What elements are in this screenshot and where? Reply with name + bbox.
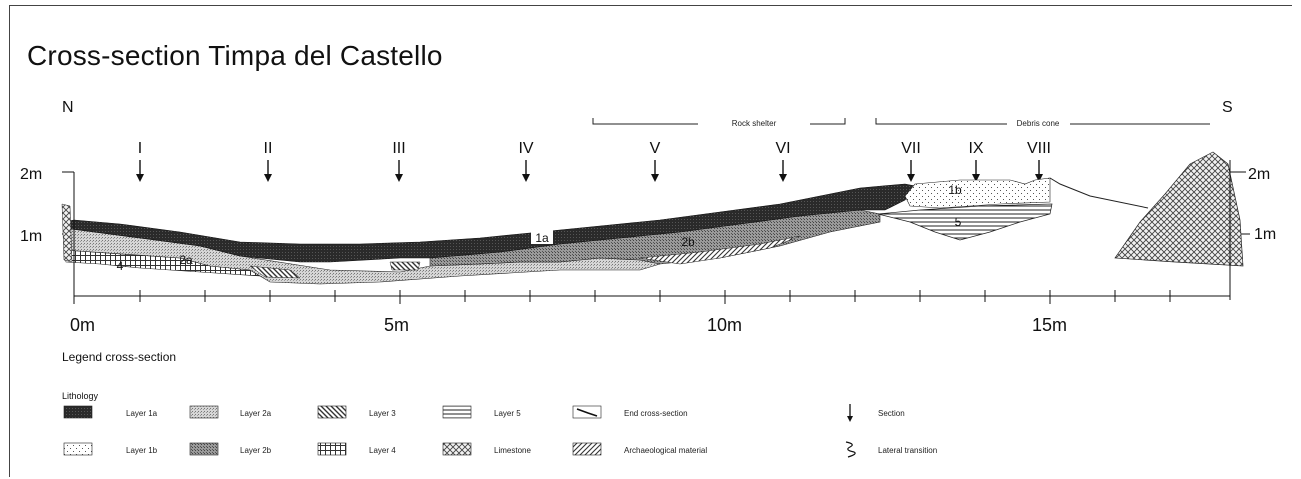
section-label: V <box>650 140 661 157</box>
scale-label-1m-right: 1m <box>1254 226 1276 243</box>
north-label: N <box>62 99 74 116</box>
section-marker: II <box>264 140 273 182</box>
zone-label-rock-shelter: Rock shelter <box>732 119 777 128</box>
section-label: VIII <box>1027 140 1051 157</box>
layer-label-4: 4 <box>117 259 124 273</box>
swatch-limestone <box>442 442 472 456</box>
section-label: II <box>264 140 273 157</box>
layer-label-1b: 1b <box>948 183 962 197</box>
legend-label: Layer 1a <box>126 409 158 418</box>
legend-item-layer-5: Layer 5 <box>442 405 521 419</box>
legend-label: End cross-section <box>624 409 688 418</box>
layer-label-2a: 2a <box>179 253 193 267</box>
scale-label-2m-right: 2m <box>1248 166 1270 183</box>
cross-section-profile: 1a 2b 2a 4 1b 5 <box>61 151 1244 285</box>
legend-label: Layer 3 <box>369 409 396 418</box>
section-label: VI <box>775 140 790 157</box>
legend-label: Layer 2a <box>240 409 272 418</box>
archaeological-material <box>639 235 801 265</box>
section-marker: V <box>650 140 661 182</box>
layer-5-body <box>877 203 1053 241</box>
section-marker: VI <box>775 140 791 182</box>
swatch-layer-5 <box>442 405 472 419</box>
swatch-layer-1a <box>63 405 93 419</box>
lateral-transition-icon <box>845 441 856 458</box>
swatch-layer-3 <box>317 405 347 419</box>
legend-item-lateral-transition: Lateral transition <box>845 441 937 458</box>
legend-item-layer-1a: Layer 1a <box>63 405 158 419</box>
legend-title: Legend cross-section <box>62 350 176 364</box>
legend-label: Layer 2b <box>240 446 272 455</box>
swatch-archaeological-material <box>572 442 602 456</box>
legend-label: Limestone <box>494 446 531 455</box>
bedrock-contour <box>1049 177 1149 209</box>
layer-label-2b: 2b <box>681 235 695 249</box>
section-marker: VIII <box>1027 140 1051 182</box>
legend-item-archaeological-material: Archaeological material <box>572 442 707 456</box>
left-edge-limestone <box>61 203 73 263</box>
scale-label-5m: 5m <box>384 315 409 335</box>
scale-label-2m-left: 2m <box>20 166 42 183</box>
layer-label-5: 5 <box>955 215 962 229</box>
scale-label-1m-left: 1m <box>20 228 42 245</box>
layer-3-lens <box>389 261 421 271</box>
swatch-layer-2a <box>189 405 219 419</box>
legend-subtitle: Lithology <box>62 391 99 401</box>
legend: Legend cross-section Lithology Layer 1a … <box>62 350 937 458</box>
diagram-frame <box>9 5 1292 477</box>
layer-1a-body <box>63 183 916 263</box>
section-marker: I <box>136 140 144 182</box>
legend-label: Layer 1b <box>126 446 158 455</box>
section-label: VII <box>901 140 921 157</box>
legend-item-limestone: Limestone <box>442 442 531 456</box>
legend-label: Lateral transition <box>878 446 937 455</box>
swatch-layer-4 <box>317 442 347 456</box>
legend-label: Section <box>878 409 905 418</box>
swatch-layer-1b <box>63 442 93 456</box>
legend-item-end-cross-section: End cross-section <box>572 405 688 419</box>
scale-label-15m: 15m <box>1032 315 1067 335</box>
legend-label: Archaeological material <box>624 446 707 455</box>
scale-label-0m: 0m <box>70 315 95 335</box>
legend-item-layer-3: Layer 3 <box>317 405 396 419</box>
legend-label: Layer 5 <box>494 409 521 418</box>
section-label: IX <box>968 140 983 157</box>
layer-3-lens <box>249 265 301 279</box>
swatch-layer-2b <box>189 442 219 456</box>
legend-item-layer-4: Layer 4 <box>317 442 396 456</box>
legend-item-section: Section <box>847 404 905 422</box>
label-box-1a <box>531 230 553 244</box>
section-marker: VII <box>901 140 921 182</box>
legend-item-layer-2a: Layer 2a <box>189 405 272 419</box>
vertical-scale-left: 2m 1m <box>20 166 74 245</box>
diagram-title: Cross-section Timpa del Castello <box>27 40 443 71</box>
section-markers: I II III IV V VI VII IX <box>136 140 1051 182</box>
section-label: I <box>138 140 142 157</box>
legend-item-layer-2b: Layer 2b <box>189 442 272 456</box>
end-cross-section-icon <box>576 408 598 417</box>
scale-label-10m: 10m <box>707 315 742 335</box>
legend-item-layer-1b: Layer 1b <box>63 442 158 456</box>
legend-label: Layer 4 <box>369 446 396 455</box>
section-marker: III <box>392 140 406 182</box>
section-marker: IV <box>518 140 534 182</box>
zone-debris-cone: Debris cone <box>875 118 1210 128</box>
section-arrow-head <box>847 416 853 422</box>
section-marker: IX <box>968 140 984 182</box>
horizontal-scale: 0m 5m 10m 15m <box>70 160 1231 335</box>
zone-label-debris-cone: Debris cone <box>1017 119 1060 128</box>
south-label: S <box>1222 99 1233 116</box>
limestone-block <box>1114 151 1244 267</box>
section-label: IV <box>518 140 533 157</box>
zone-rock-shelter: Rock shelter <box>592 118 846 128</box>
layer-1b-body <box>904 177 1051 209</box>
section-label: III <box>392 140 405 157</box>
layer-label-1a: 1a <box>535 231 549 245</box>
